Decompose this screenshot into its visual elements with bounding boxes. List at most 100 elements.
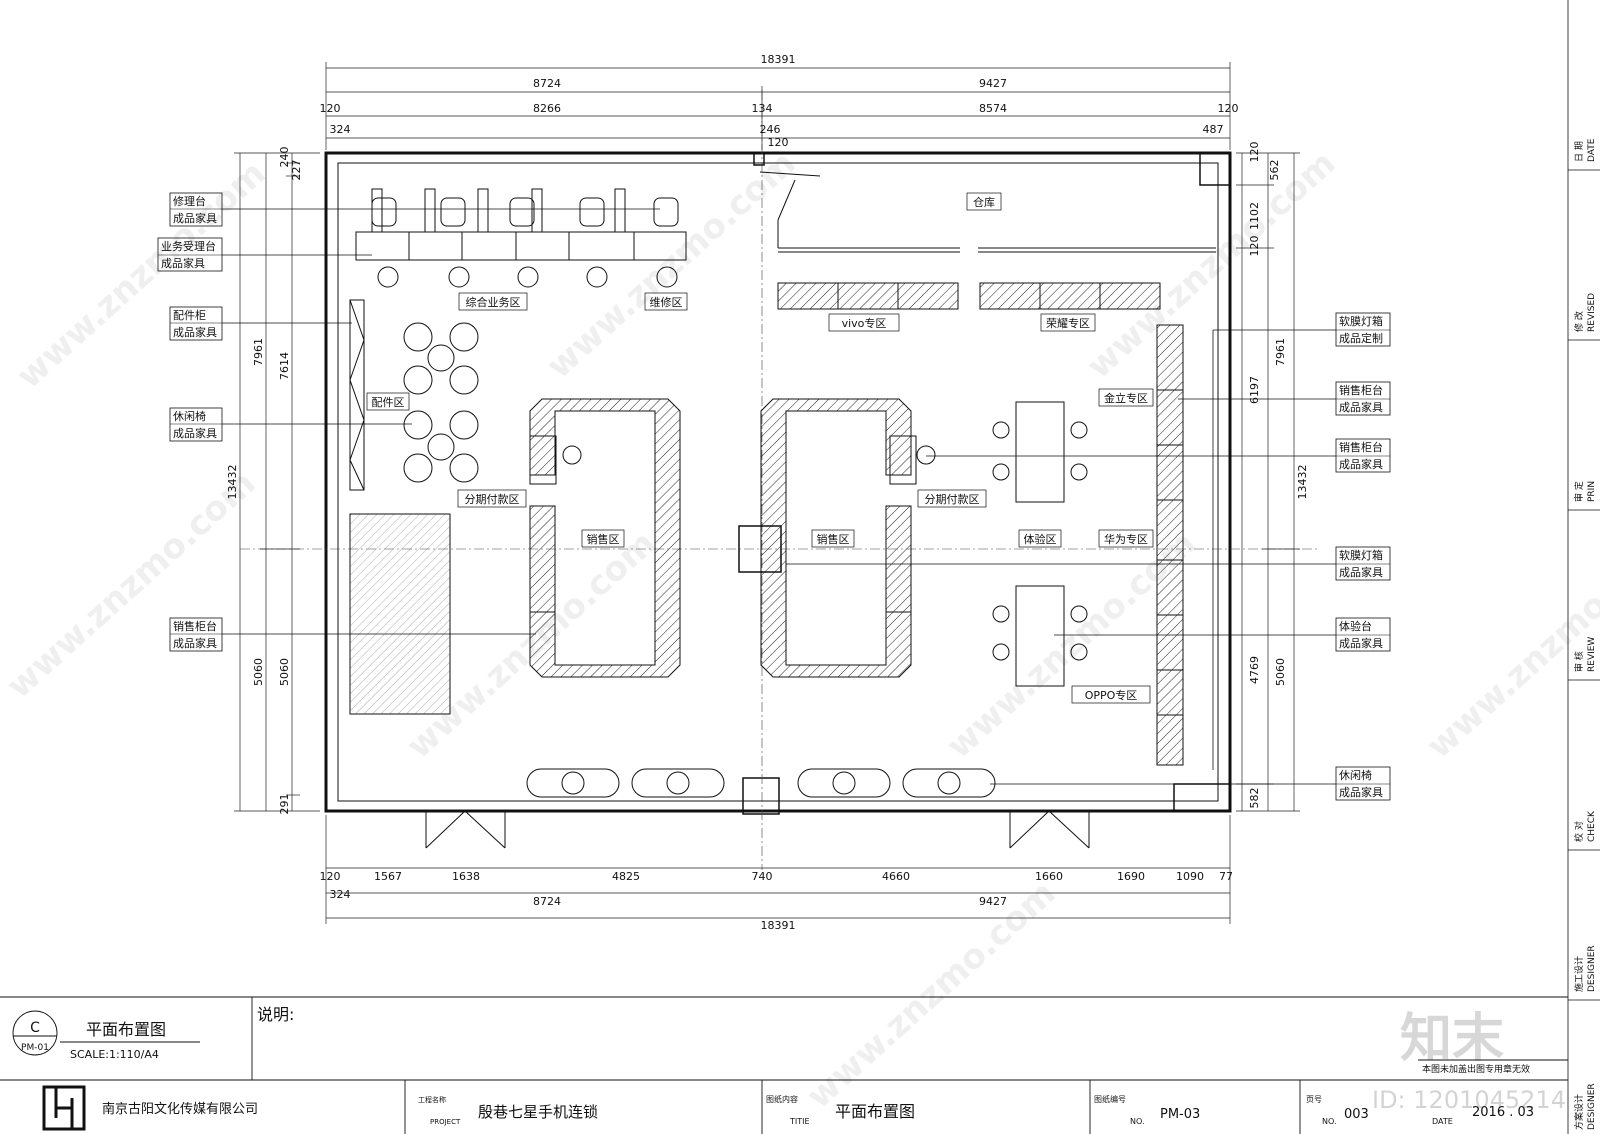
dim-bottom-seg: 1690 xyxy=(1117,870,1145,883)
zone-experience: 体验区 xyxy=(1024,532,1057,546)
zone-installment-left: 分期付款区 xyxy=(465,492,520,506)
accessory-cabinet xyxy=(349,299,365,491)
callout-line2: 成品家具 xyxy=(173,636,217,650)
entrance-doors xyxy=(425,810,1090,849)
zone-honor: 荣耀专区 xyxy=(1046,316,1090,330)
content-label-en: TITIE xyxy=(789,1117,810,1126)
callout-line2: 成品家具 xyxy=(173,211,217,225)
strip-en: DESIGNER xyxy=(1587,945,1597,992)
page-label-en: NO. xyxy=(1322,1117,1337,1126)
service-counters xyxy=(355,188,687,288)
strip-en: PRIN xyxy=(1587,481,1597,502)
zone-general-service: 综合业务区 xyxy=(466,295,521,309)
strip-cn: 修 改 xyxy=(1573,311,1585,332)
page-value: 003 xyxy=(1344,1107,1369,1122)
dim-right-bottom: 582 xyxy=(1248,788,1261,809)
dim-left-top-a: 240 xyxy=(278,147,291,168)
bottom-seating xyxy=(526,768,996,798)
watermark-brand: 知末 xyxy=(1400,1009,1504,1069)
dim-right-top-a: 120 xyxy=(1248,142,1261,163)
callout-box: 修理台 成品家具 xyxy=(169,192,223,227)
notes-label: 说明: xyxy=(257,1005,294,1024)
callout-line1: 软膜灯箱 xyxy=(1339,314,1383,328)
zone-huawei: 华为专区 xyxy=(1104,532,1148,546)
dim-top-wall-l: 120 xyxy=(320,102,341,115)
dim-right-lower-inner: 4769 xyxy=(1248,656,1261,684)
callout-box: 配件柜 成品家具 xyxy=(169,306,223,341)
warehouse-partition xyxy=(759,171,1216,253)
dim-top-total: 18391 xyxy=(761,53,796,66)
callout-line2: 成品家具 xyxy=(1339,785,1383,799)
callout-line1: 修理台 xyxy=(173,194,206,208)
strip-en: CHECK xyxy=(1587,810,1597,842)
dim-bottom-right: 9427 xyxy=(979,895,1007,908)
zone-sales-left: 销售区 xyxy=(587,532,620,546)
strip-cn: 日 期 xyxy=(1574,141,1585,162)
callout-line1: 软膜灯箱 xyxy=(1339,548,1383,562)
dim-bottom-seg: 1567 xyxy=(374,870,402,883)
dim-bottom-seg: 1090 xyxy=(1176,870,1204,883)
dim-top-sub-l: 324 xyxy=(330,123,351,136)
callout-line1: 销售柜台 xyxy=(1339,440,1383,454)
dim-top-right: 9427 xyxy=(979,77,1007,90)
page-label: 页号 xyxy=(1306,1095,1322,1104)
project-label-en: PROJECT xyxy=(430,1118,461,1126)
dim-left-total: 13432 xyxy=(226,465,239,500)
bottom-dimensions: 120 1567 1638 4825 740 4660 1660 1690 10… xyxy=(320,870,1234,932)
lounge-sets xyxy=(403,322,479,483)
callout-line2: 成品家具 xyxy=(1339,400,1383,414)
callout-line2: 成品家具 xyxy=(173,426,217,440)
drawing-scale: SCALE:1:110/A4 xyxy=(70,1048,159,1061)
callout-line2: 成品家具 xyxy=(1339,636,1383,650)
content-label: 图纸内容 xyxy=(766,1094,798,1104)
dim-right-total: 13432 xyxy=(1296,465,1309,500)
number-value: PM-03 xyxy=(1160,1107,1200,1122)
dim-top-mid-a: 134 xyxy=(752,102,773,115)
callout-line1: 休闲椅 xyxy=(173,409,206,423)
strip-cn: 方案设计 xyxy=(1573,1094,1585,1130)
dim-bottom-total: 18391 xyxy=(761,919,796,932)
drawing-code: PM-01 xyxy=(21,1043,49,1053)
watermark-site: www.znzmo.com xyxy=(0,463,263,706)
date-value: 2016 . 03 xyxy=(1472,1105,1534,1120)
zone-warehouse: 仓库 xyxy=(973,195,995,209)
stamp-note: 本图未加盖出图专用章无效 xyxy=(1422,1063,1530,1075)
strip-cn: 审 核 xyxy=(1573,651,1585,672)
sales-counter-right xyxy=(760,398,912,678)
zone-accessories: 配件区 xyxy=(372,396,405,409)
callout-line1: 体验台 xyxy=(1339,619,1372,633)
zone-repair: 维修区 xyxy=(650,295,683,309)
strip-cn: 审 定 xyxy=(1573,481,1585,502)
dim-bottom-seg: 1638 xyxy=(452,870,480,883)
number-no-label: NO. xyxy=(1130,1117,1145,1126)
dim-bottom-seg: 740 xyxy=(752,870,773,883)
dim-bottom-seg: 4825 xyxy=(612,870,640,883)
callout-line1: 休闲椅 xyxy=(1339,768,1372,782)
callout-line2: 成品定制 xyxy=(1339,331,1383,345)
dim-left-upper-inner: 7614 xyxy=(278,352,291,380)
dim-left-bottom: 291 xyxy=(278,794,291,815)
outer-walls xyxy=(324,151,1232,813)
dim-left-top-b: 227 xyxy=(290,160,303,181)
zone-gionee: 金立专区 xyxy=(1104,391,1148,405)
callout-line2: 成品家具 xyxy=(173,325,217,339)
dim-bottom-wall-l: 120 xyxy=(320,870,341,883)
title-block-text: C PM-01 平面布置图 SCALE:1:110/A4 说明: 南京古阳文化传… xyxy=(21,1005,1534,1131)
top-dimensions: 18391 8724 9427 120 8266 134 8574 120 32… xyxy=(320,53,1239,149)
strip-cn: 校 对 xyxy=(1573,821,1585,842)
callout-line1: 销售柜台 xyxy=(1339,383,1383,397)
side-strip-labels: 日 期 DATE 修 改 REVISED 审 定 PRIN 审 核 REVIEW… xyxy=(1573,138,1597,1130)
drawing-letter: C xyxy=(30,1020,40,1036)
dim-left-lower-inner: 5060 xyxy=(278,658,291,686)
callout-line1: 配件柜 xyxy=(173,309,206,322)
dim-left-lower: 5060 xyxy=(252,658,265,686)
callouts-left: 修理台 成品家具 业务受理台 成品家具 配件柜 成品家具 休闲椅 成品家具 销售… xyxy=(157,192,223,652)
dim-top-sub-r: 487 xyxy=(1203,123,1224,136)
watermark-site: www.znzmo.com xyxy=(1419,523,1600,766)
watermark-id: ID: 1201045214 xyxy=(1372,1086,1566,1114)
callouts-right: 软膜灯箱 成品定制 销售柜台 成品家具 销售柜台 成品家具 软膜灯箱 成品家具 … xyxy=(1335,312,1391,801)
callout-box: 体验台 成品家具 xyxy=(1335,617,1391,652)
project-name: 殷巷七星手机连锁 xyxy=(478,1103,598,1121)
callout-line2: 成品家具 xyxy=(1339,565,1383,579)
